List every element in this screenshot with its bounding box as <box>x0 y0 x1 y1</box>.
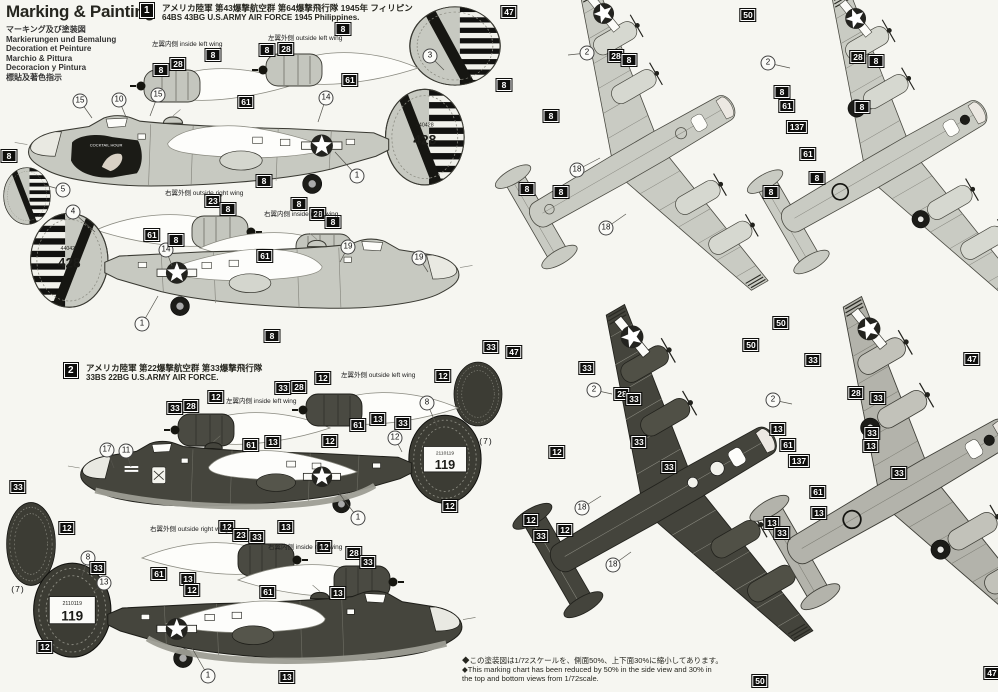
tail-code: 428 <box>58 256 81 271</box>
subtitle-it: Marchio & Pittura <box>6 53 73 63</box>
page-title: Marking & Painting <box>6 2 155 21</box>
subtitle-de: Markierungen und Bemalung <box>6 34 117 44</box>
tail-serial: 440428 <box>416 123 434 129</box>
aircraft1-left-profile: COCKTAIL HOUR 440428 428 <box>14 84 470 194</box>
tail-serial: 2110119 <box>436 450 455 456</box>
tail-serial: 440428 <box>61 246 79 252</box>
title-block: Marking & Painting マーキング及び塗装図 Markierung… <box>6 2 155 82</box>
section-2-title-en: 33BS 22BG U.S.ARMY AIR FORCE. <box>86 373 219 382</box>
subtitle-ja: マーキング及び塗装図 <box>6 25 86 34</box>
aircraft2-left-profile: 2110119 119 <box>67 414 482 514</box>
reduction-note: ◆この塗装図は1/72スケールを、側面50%、上下面30%に縮小してあります。 … <box>462 656 724 683</box>
aircraft2-top-view <box>348 241 909 692</box>
section-2-title-jp: アメリカ陸軍 第22爆撃航空群 第33爆撃飛行隊 <box>86 363 263 373</box>
subtitle-zh: 標貼及著色指示 <box>6 72 62 82</box>
tail-code: 428 <box>413 132 436 148</box>
aircraft2-right-profile: 2110119 119 <box>33 562 477 669</box>
subtitle-fr: Decoration et Peinture <box>6 44 92 53</box>
section-2-number: 2 <box>63 362 79 379</box>
nose-art-title: COCKTAIL HOUR <box>90 143 123 148</box>
section-1-header: 1 アメリカ陸軍 第43爆撃航空群 第64爆撃飛行隊 1945年 フィリピン 6… <box>139 2 413 23</box>
section-1-title-jp: アメリカ陸軍 第43爆撃航空群 第64爆撃飛行隊 1945年 フィリピン <box>162 3 413 13</box>
subtitle-es: Decoracion y Pintura <box>6 63 87 72</box>
tail-code: 119 <box>61 609 83 624</box>
section-2-header: 2 アメリカ陸軍 第22爆撃航空群 第33爆撃飛行隊 33BS 22BG U.S… <box>63 362 263 383</box>
reduction-note-en: ◆This marking chart has been reduced by … <box>462 665 712 683</box>
section-1-number: 1 <box>139 2 155 19</box>
aircraft1-top-view <box>345 0 855 433</box>
section-1-title-en: 64BS 43BG U.S.ARMY AIR FORCE 1945 Philip… <box>162 13 360 22</box>
aircraft1-right-profile: 440428 428 <box>25 208 474 317</box>
tail-serial: 2110119 <box>63 601 83 607</box>
reduction-note-jp: ◆この塗装図は1/72スケールを、側面50%、上下面30%に縮小してあります。 <box>462 656 723 665</box>
tail-code: 119 <box>435 458 455 472</box>
